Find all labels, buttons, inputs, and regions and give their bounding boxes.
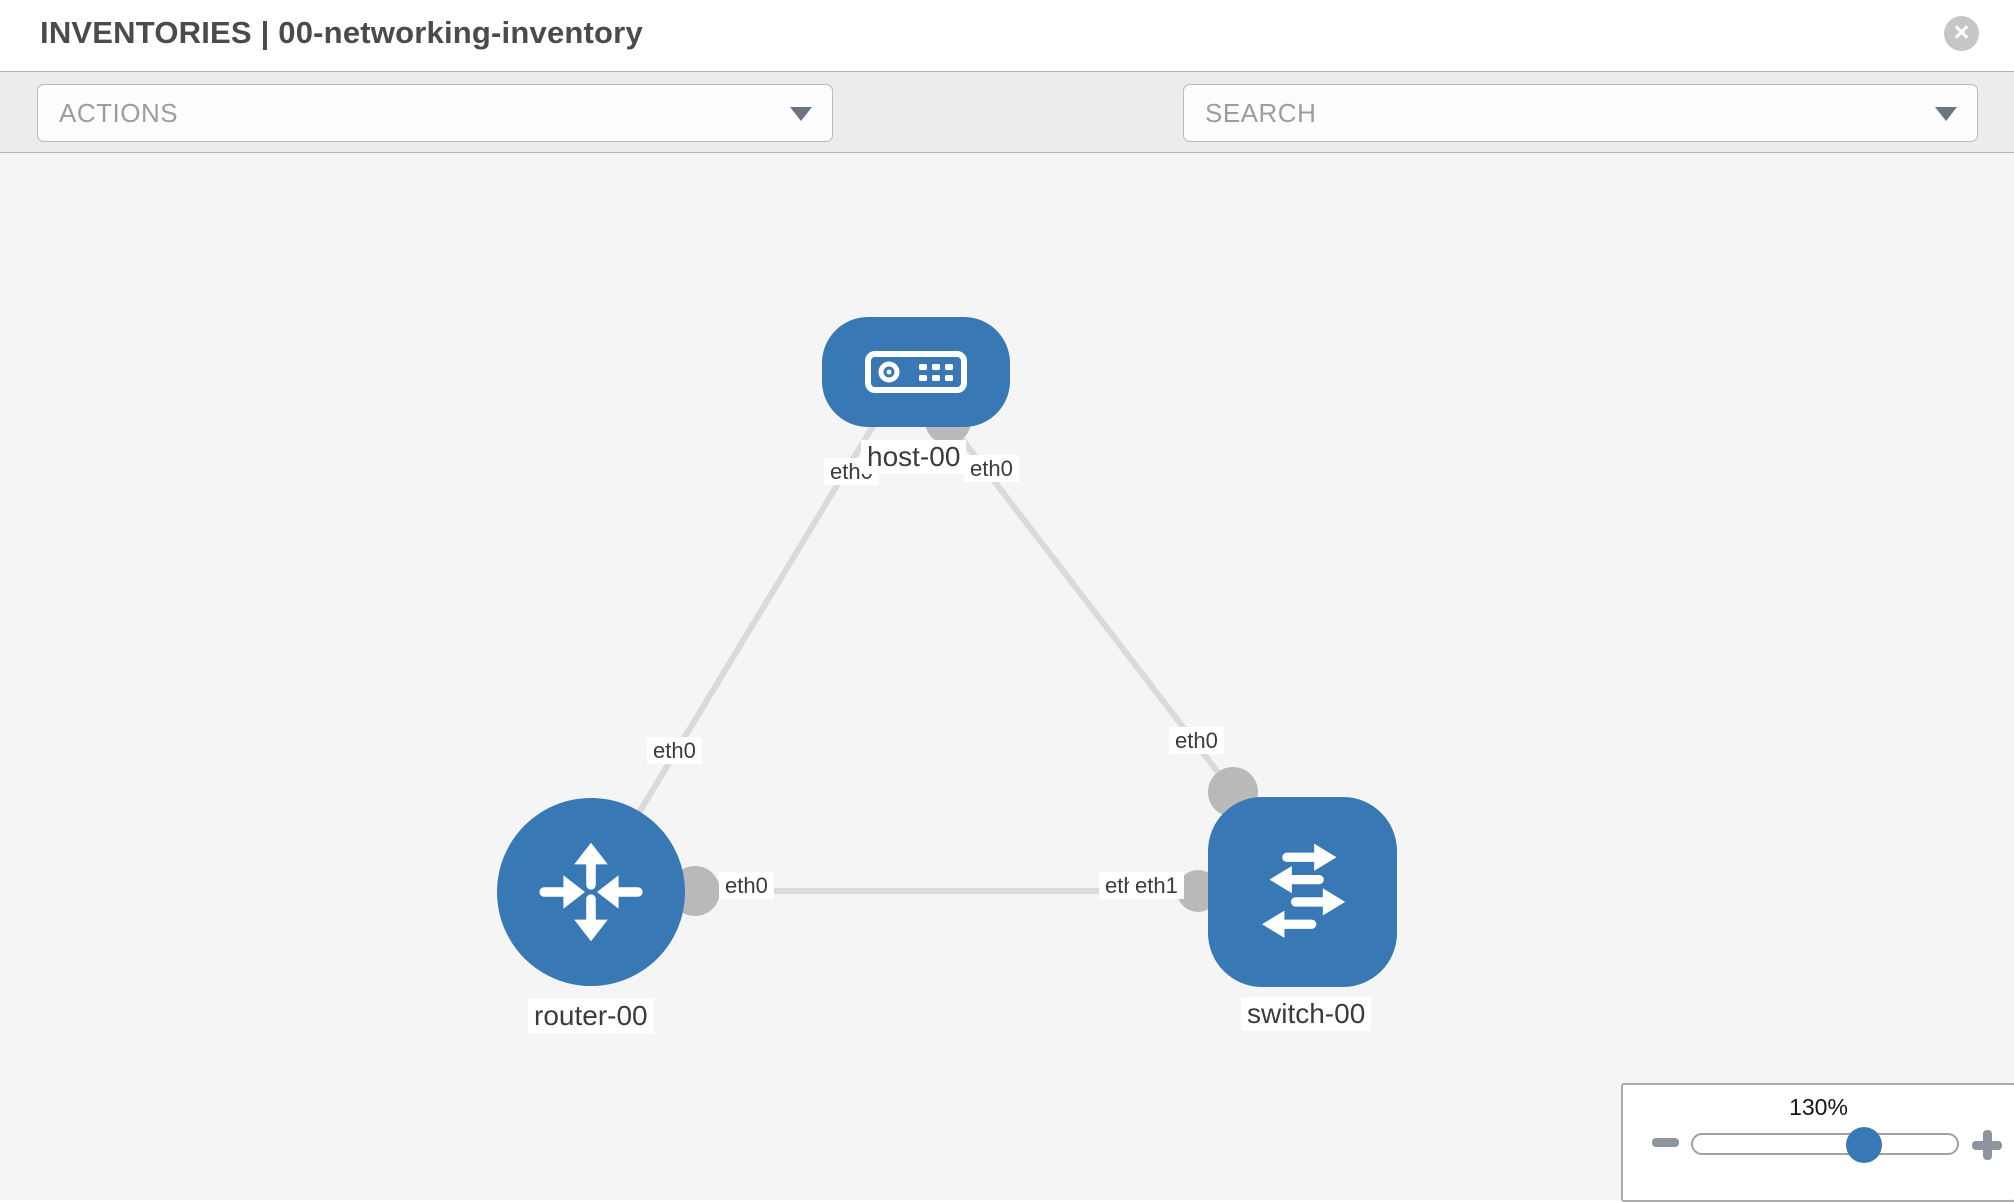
interface-label-switch-eth0-upper: eth0: [1169, 727, 1224, 755]
switch-icon: [1261, 843, 1345, 938]
search-dropdown[interactable]: SEARCH: [1183, 84, 1978, 142]
toolbar: ACTIONS SEARCH: [0, 71, 2014, 200]
interface-label-router-eth0-upper: eth0: [647, 737, 702, 765]
interface-label-mid-eth0-left: eth0: [719, 872, 774, 900]
node-switch-00[interactable]: [1208, 797, 1397, 987]
chevron-down-icon: [790, 107, 812, 121]
actions-dropdown[interactable]: ACTIONS: [37, 84, 833, 142]
close-icon: ×: [1953, 17, 1970, 47]
node-host-00[interactable]: [822, 317, 1010, 427]
chevron-down-icon: [1935, 107, 1957, 121]
interface-label-host-eth0-right: eth0: [964, 455, 1019, 483]
zoom-in-button[interactable]: [1972, 1130, 2002, 1160]
host-icon: [865, 351, 967, 393]
close-button[interactable]: ×: [1944, 16, 1979, 51]
page-header: INVENTORIES | 00-networking-inventory ×: [0, 0, 2014, 71]
node-label-router-00: router-00: [528, 999, 654, 1034]
zoom-level: 130%: [1789, 1094, 1848, 1120]
interface-label-mid-eth1-front: eth1: [1129, 872, 1184, 900]
topology-canvas[interactable]: host-00 router-00 switch-00 eth0 eth0 et…: [0, 153, 2014, 1202]
actions-dropdown-label: ACTIONS: [59, 98, 179, 128]
zoom-control-panel: 130%: [1621, 1083, 2014, 1202]
page-title: INVENTORIES | 00-networking-inventory: [40, 15, 643, 50]
node-router-00[interactable]: [497, 798, 685, 986]
search-input-placeholder: SEARCH: [1205, 98, 1317, 128]
links-layer: [588, 398, 1258, 916]
node-label-host-00: host-00: [861, 440, 967, 475]
zoom-slider-handle[interactable]: [1846, 1127, 1882, 1163]
zoom-slider[interactable]: [1691, 1133, 1959, 1155]
router-icon: [539, 842, 643, 942]
zoom-out-button[interactable]: [1652, 1138, 1679, 1147]
node-label-switch-00: switch-00: [1241, 997, 1372, 1032]
